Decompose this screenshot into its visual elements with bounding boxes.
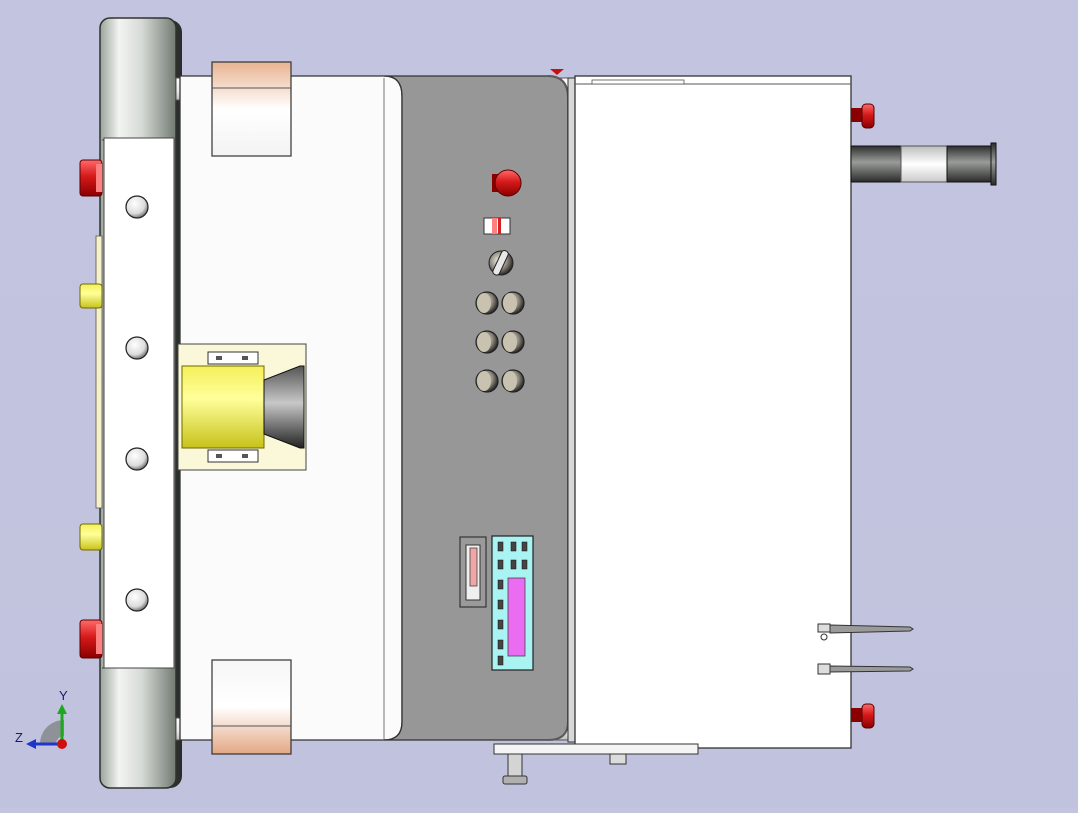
red-cap-lower: [79, 619, 103, 659]
bolt-2: [125, 336, 149, 360]
red-cap-housing-top: [851, 103, 875, 129]
push-button-5[interactable]: [475, 369, 499, 393]
y-axis-label: Y: [59, 688, 68, 703]
lower-bearing-block: [211, 659, 292, 755]
top-marker: [550, 69, 564, 75]
coordinate-triad: Y Z: [15, 688, 68, 749]
probe-rods: [817, 623, 914, 675]
emergency-stop-button[interactable]: [492, 169, 522, 197]
push-button-1[interactable]: [475, 291, 499, 315]
push-button-4[interactable]: [501, 330, 525, 354]
red-cap-upper: [79, 159, 103, 197]
card-slot[interactable]: [459, 536, 487, 608]
selector-switch[interactable]: [488, 250, 514, 277]
yellow-sleeve-lower: [79, 523, 103, 551]
side-housing[interactable]: [567, 75, 852, 749]
control-panel[interactable]: [383, 75, 569, 741]
yellow-sleeve-upper: [79, 283, 103, 309]
cylinder-assembly[interactable]: [177, 343, 307, 471]
push-button-grid[interactable]: [475, 291, 525, 393]
hmi-display[interactable]: [491, 535, 534, 671]
end-plate[interactable]: [95, 17, 182, 789]
push-button-3[interactable]: [475, 330, 499, 354]
base-bracket: [493, 743, 699, 785]
bolt-1: [125, 195, 149, 219]
upper-bearing-block: [211, 61, 292, 157]
output-shaft[interactable]: [850, 142, 997, 186]
bolt-4: [125, 588, 149, 612]
bolt-3: [125, 447, 149, 471]
indicator-lamp: [483, 217, 511, 235]
push-button-6[interactable]: [501, 369, 525, 393]
red-cap-housing-bottom: [851, 703, 875, 729]
push-button-2[interactable]: [501, 291, 525, 315]
z-axis-label: Z: [15, 730, 23, 745]
